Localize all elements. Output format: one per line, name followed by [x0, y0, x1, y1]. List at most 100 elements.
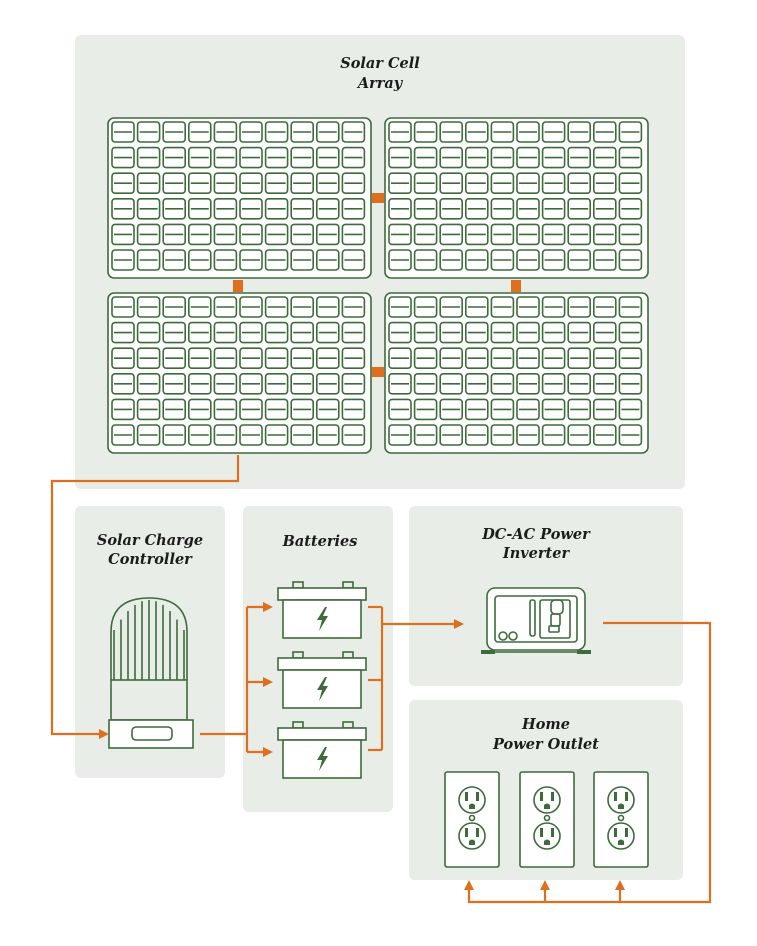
- solar-cell: [315, 424, 340, 446]
- solar-cell: [315, 146, 340, 169]
- solar-cell: [290, 172, 315, 194]
- solar-cell: [464, 296, 489, 318]
- solar-cell: [111, 372, 135, 395]
- solar-cell: [136, 321, 161, 344]
- solar-cell: [315, 198, 340, 220]
- solar-cell: [541, 424, 566, 446]
- solar-cell: [413, 347, 438, 370]
- solar-cell: [213, 121, 238, 143]
- solar-cell: [136, 198, 161, 220]
- solar-cell: [162, 121, 186, 143]
- solar-cell: [388, 121, 412, 143]
- solar-cell: [213, 347, 238, 370]
- solar-cell: [264, 398, 289, 421]
- solar-cell: [264, 372, 289, 395]
- solar-cell: [290, 424, 315, 446]
- wire-inverter-to-outlets: [467, 621, 712, 904]
- solar-cell: [188, 121, 212, 143]
- solar-cell: [439, 146, 464, 169]
- solar-cell: [188, 347, 212, 370]
- solar-cell: [567, 223, 592, 246]
- solar-cell: [567, 372, 592, 395]
- solar-cell: [464, 223, 489, 246]
- solar-cell: [541, 398, 566, 421]
- solar-cell: [341, 249, 366, 271]
- solar-cell: [239, 146, 263, 169]
- solar-cell: [239, 223, 263, 246]
- charge-controller-icon: [108, 597, 194, 749]
- panel-connector: [233, 280, 243, 292]
- solar-cell: [464, 424, 489, 446]
- solar-cell: [136, 121, 161, 143]
- solar-cell: [516, 146, 540, 169]
- solar-cell: [188, 372, 212, 395]
- solar-cell: [516, 398, 540, 421]
- power-outlet-icon: [444, 771, 500, 868]
- solar-cell: [290, 347, 315, 370]
- solar-cell: [264, 146, 289, 169]
- solar-cell: [188, 321, 212, 344]
- solar-cell: [315, 321, 340, 344]
- solar-cell: [541, 172, 566, 194]
- solar-cell: [341, 321, 366, 344]
- solar-cell: [315, 398, 340, 421]
- solar-cell: [592, 398, 617, 421]
- solar-cell: [516, 321, 540, 344]
- solar-cell: [592, 146, 617, 169]
- solar-cell: [567, 296, 592, 318]
- solar-cell: [290, 249, 315, 271]
- solar-cell: [111, 347, 135, 370]
- solar-cell: [592, 121, 617, 143]
- solar-cell: [592, 198, 617, 220]
- solar-cell: [136, 398, 161, 421]
- solar-cell: [239, 321, 263, 344]
- solar-cell: [592, 172, 617, 194]
- panel-connector: [372, 193, 384, 203]
- solar-cell: [567, 198, 592, 220]
- solar-cell: [315, 347, 340, 370]
- solar-cell: [464, 146, 489, 169]
- solar-cell: [490, 223, 515, 246]
- inverter-title-line2: Inverter: [502, 545, 571, 562]
- solar-cell: [162, 198, 186, 220]
- solar-cell: [592, 321, 617, 344]
- solar-cell: [213, 172, 238, 194]
- solar-cell: [464, 347, 489, 370]
- solar-cell: [290, 146, 315, 169]
- solar-cell: [413, 321, 438, 344]
- solar-cell: [413, 223, 438, 246]
- solar-cell: [464, 172, 489, 194]
- solar-cell: [567, 398, 592, 421]
- solar-cell: [162, 249, 186, 271]
- solar-cell: [516, 372, 540, 395]
- solar-cell: [413, 121, 438, 143]
- solar-cell: [213, 321, 238, 344]
- panel-connector: [372, 367, 384, 377]
- solar-cell: [315, 249, 340, 271]
- solar-cell: [162, 321, 186, 344]
- solar-cell: [413, 146, 438, 169]
- arrowhead: [540, 880, 550, 890]
- solar-cell: [464, 398, 489, 421]
- solar-panel-icon: [107, 117, 372, 279]
- solar-panel-icon: [384, 292, 649, 454]
- solar-cell: [592, 424, 617, 446]
- battery-icon: [277, 581, 367, 639]
- power-outlets: [444, 771, 649, 868]
- solar-cell: [239, 424, 263, 446]
- solar-cell: [490, 172, 515, 194]
- solar-cell: [618, 146, 643, 169]
- solar-cell: [490, 347, 515, 370]
- wire-array-to-controller: [50, 455, 240, 736]
- solar-cell: [618, 398, 643, 421]
- solar-cell: [136, 296, 161, 318]
- solar-cell: [264, 296, 289, 318]
- solar-cell: [162, 223, 186, 246]
- solar-cell: [341, 347, 366, 370]
- solar-cell: [290, 398, 315, 421]
- solar-cell: [592, 223, 617, 246]
- solar-cell: [439, 172, 464, 194]
- solar-cell: [516, 347, 540, 370]
- solar-cell: [162, 347, 186, 370]
